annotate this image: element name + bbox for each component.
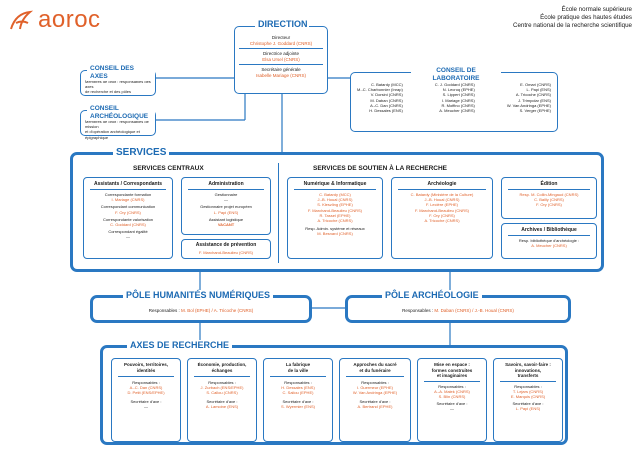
pole-archeo-title: PÔLE ARCHÉOLOGIE (382, 290, 482, 300)
assistants-box: Assistants / Correspondants Correspondan… (83, 177, 173, 259)
axes-box: AXES DE RECHERCHE Pouvoirs, territoires,… (100, 340, 568, 445)
archives-box: Archives / Bibliothèque Resp. bibliothèq… (501, 223, 597, 259)
axe-3: La fabrique de la ville Responsables : H… (263, 358, 333, 442)
conseil-labo-col-1: C. Batardy (MCC) M.-C. Charbonnier (Inra… (357, 82, 403, 114)
services-centraux-title: SERVICES CENTRAUX (133, 165, 204, 172)
axe-5: Mise en espace : formes construites et i… (417, 358, 487, 442)
axe-2: Économie, production, échanges Responsab… (187, 358, 257, 442)
conseil-axes-box: CONSEIL DES AXES Membres de droit : resp… (80, 65, 156, 96)
assistant-valorisation: Correspondante valorisation C. Goddard (… (102, 216, 154, 228)
conseil-archeo-box: CONSEIL ARCHÉOLOGIQUE Membres de droit :… (80, 105, 156, 140)
institutions: École normale supérieure École pratique … (432, 6, 632, 30)
services-divider (278, 163, 279, 263)
institution-cnrs: Centre national de la recherche scientif… (512, 22, 632, 29)
axe-1: Pouvoirs, territoires, identités Respons… (111, 358, 181, 442)
logo: aoroc (8, 6, 148, 34)
conseil-labo-box: CONSEIL DE LABORATOIRE C. Batardy (MCC) … (350, 67, 558, 132)
archives-title: Archives / Bibliothèque (521, 227, 577, 233)
prevention-box: Assistance de prévention F. Marchand-Bea… (181, 239, 271, 259)
axes-title: AXES DE RECHERCHE (127, 340, 233, 350)
edition-box: Édition Resp. M. Collin-Mingaud (CNRS) C… (501, 177, 597, 219)
pole-hn-title: PÔLE HUMANITÉS NUMÉRIQUES (123, 290, 274, 300)
assistants-title: Assistants / Correspondants (93, 181, 163, 187)
direction-box: DIRECTION Directeur Christophe J. Goddar… (234, 19, 328, 94)
numerique-box: Numérique & Informatique C. Batardy (MCC… (287, 177, 383, 259)
archeologie-box: Archéologie C. Batardy (Ministère de la … (391, 177, 493, 259)
axe-6: Savoirs, savoir-faire : innovations, tra… (493, 358, 563, 442)
direction-title: DIRECTION (255, 19, 309, 29)
direction-director: Directeur Christophe J. Goddard (CNRS) (249, 35, 313, 46)
institution-ens: École normale supérieure (561, 6, 632, 13)
edition-title: Édition (540, 181, 558, 187)
administration-title: Administration (208, 181, 244, 187)
numerique-title: Numérique & Informatique (303, 181, 367, 187)
pole-archeo-box: PÔLE ARCHÉOLOGIE Responsables : M. Daban… (345, 290, 571, 323)
assistant-communication: Correspondant communication F. Ory (CNRS… (100, 204, 156, 215)
logo-text: aoroc (38, 6, 101, 33)
logo-mark-icon (10, 10, 34, 30)
services-box: SERVICES SERVICES CENTRAUX SERVICES DE S… (70, 147, 604, 272)
archeologie-title: Archéologie (427, 181, 457, 187)
conseil-axes-title: CONSEIL DES AXES (87, 65, 155, 81)
assistant-formation: Correspondante formation I. Mariage (CNR… (104, 192, 152, 203)
institution-ephe: École pratique des hautes études (540, 14, 632, 21)
prevention-title: Assistance de prévention (195, 242, 257, 248)
conseil-labo-col-2: C. J. Goddard (CNRS) N. Lecroq (EPHE) S.… (434, 82, 475, 114)
services-soutien-title: SERVICES DE SOUTIEN À LA RECHERCHE (313, 165, 447, 172)
conseil-labo-col-3: E. Omari (CNRS) L. Papi (ENS) A. Tricoch… (506, 82, 551, 114)
direction-secretary: Secrétaire générale Isabelle Mariage (CN… (255, 66, 307, 78)
administration-box: Administration Gestionnaire — Gestionnai… (181, 177, 271, 235)
services-title: SERVICES (113, 147, 170, 158)
axe-4: Approches du sacré et du funéraire Respo… (339, 358, 411, 442)
assistant-egalite: Correspondant égalité — (108, 229, 148, 240)
conseil-archeo-title: CONSEIL ARCHÉOLOGIQUE (87, 105, 155, 121)
direction-deputy: Directrice adjointe Elsa Ursel (CNRS) (262, 50, 300, 62)
pole-hn-box: PÔLE HUMANITÉS NUMÉRIQUES Responsables :… (90, 290, 312, 323)
conseil-labo-title: CONSEIL DE LABORATOIRE (411, 67, 501, 83)
